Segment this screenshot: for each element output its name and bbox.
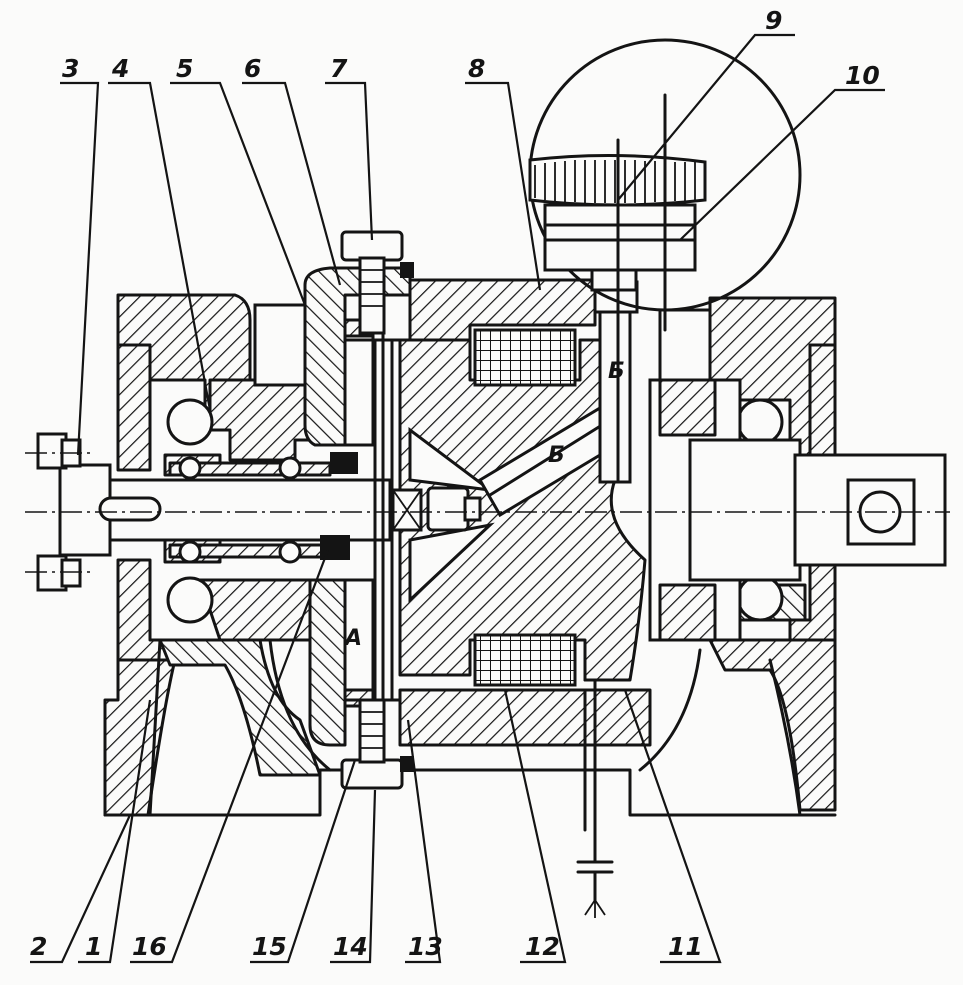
callout-labels: 3 4 5 6 7 8 9 10 2 1 16 15 14 13 12 11 — [30, 6, 880, 961]
bolts — [340, 230, 414, 790]
callout-8: 8 — [468, 54, 485, 83]
housing — [103, 293, 837, 817]
output-shaft — [648, 308, 947, 642]
callout-3: 3 — [62, 54, 79, 83]
callout-13: 13 — [408, 932, 443, 961]
pressure-gauge — [528, 38, 802, 482]
channel-b-label-vertical: Б — [608, 359, 625, 384]
callout-11: 11 — [668, 932, 703, 961]
callout-9: 9 — [765, 6, 782, 35]
channel-b-label-inclined: Б — [548, 443, 565, 468]
electrical-lead — [576, 828, 614, 918]
leader-lines — [30, 33, 885, 964]
callout-2: 2 — [30, 932, 47, 961]
callout-4: 4 — [111, 54, 129, 83]
callout-10: 10 — [845, 61, 880, 90]
callout-15: 15 — [252, 932, 287, 961]
input-shaft — [36, 432, 392, 592]
callout-1: 1 — [85, 932, 102, 961]
callout-14: 14 — [333, 932, 368, 961]
callout-7: 7 — [330, 54, 348, 83]
callout-16: 16 — [132, 932, 167, 961]
callout-12: 12 — [525, 932, 560, 961]
rotor-assembly — [343, 278, 652, 832]
callout-5: 5 — [176, 54, 193, 83]
inner-labels: A Б Б — [343, 359, 625, 651]
chamber-a-label: A — [343, 626, 362, 651]
callout-6: 6 — [244, 54, 261, 83]
